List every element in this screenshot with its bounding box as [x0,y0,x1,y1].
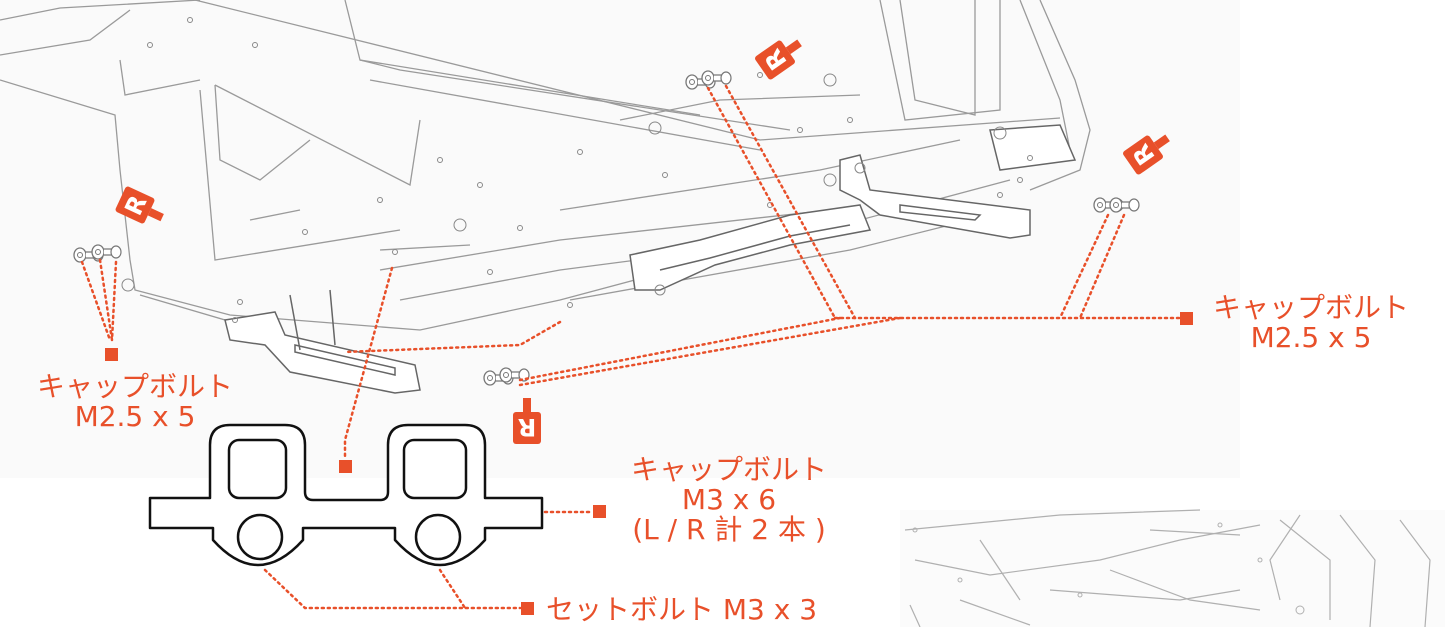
label-set-bolt-name: セットボルト M3 x 3 [546,593,818,626]
label-center-cap-bolt-qty: (L / R 計 2 本 ) [632,513,826,546]
label-left-cap-bolt: キャップボルト M2.5 x 5 [30,372,240,432]
callout-marker-center [339,460,352,473]
label-set-bolt: セットボルト M3 x 3 [546,595,836,625]
label-left-cap-bolt-name: キャップボルト [36,370,233,403]
callout-markers [105,312,1193,615]
drawing-background [0,0,1240,478]
label-left-cap-bolt-size: M2.5 x 5 [74,400,196,433]
label-center-cap-bolt-name: キャップボルト [630,453,827,486]
front-bracket [224,289,421,394]
leader-lines [80,84,1182,610]
label-center-cap-bolt: キャップボルト M3 x 6 (L / R 計 2 本 ) [614,455,844,545]
label-right-cap-bolt-name: キャップボルト [1212,291,1409,324]
callout-marker-bracket [593,505,606,518]
callout-marker-left [105,348,118,361]
frame-holes [121,17,1033,323]
inset-view [900,509,1445,627]
callout-marker-right [1180,312,1193,325]
label-center-cap-bolt-size: M3 x 6 [681,483,777,516]
rear-bracket [629,124,1077,291]
label-right-cap-bolt-size: M2.5 x 5 [1250,321,1372,354]
callout-marker-setbolt [521,602,534,615]
part-detail-outline [148,423,544,567]
label-right-cap-bolt: キャップボルト M2.5 x 5 [1200,293,1422,353]
